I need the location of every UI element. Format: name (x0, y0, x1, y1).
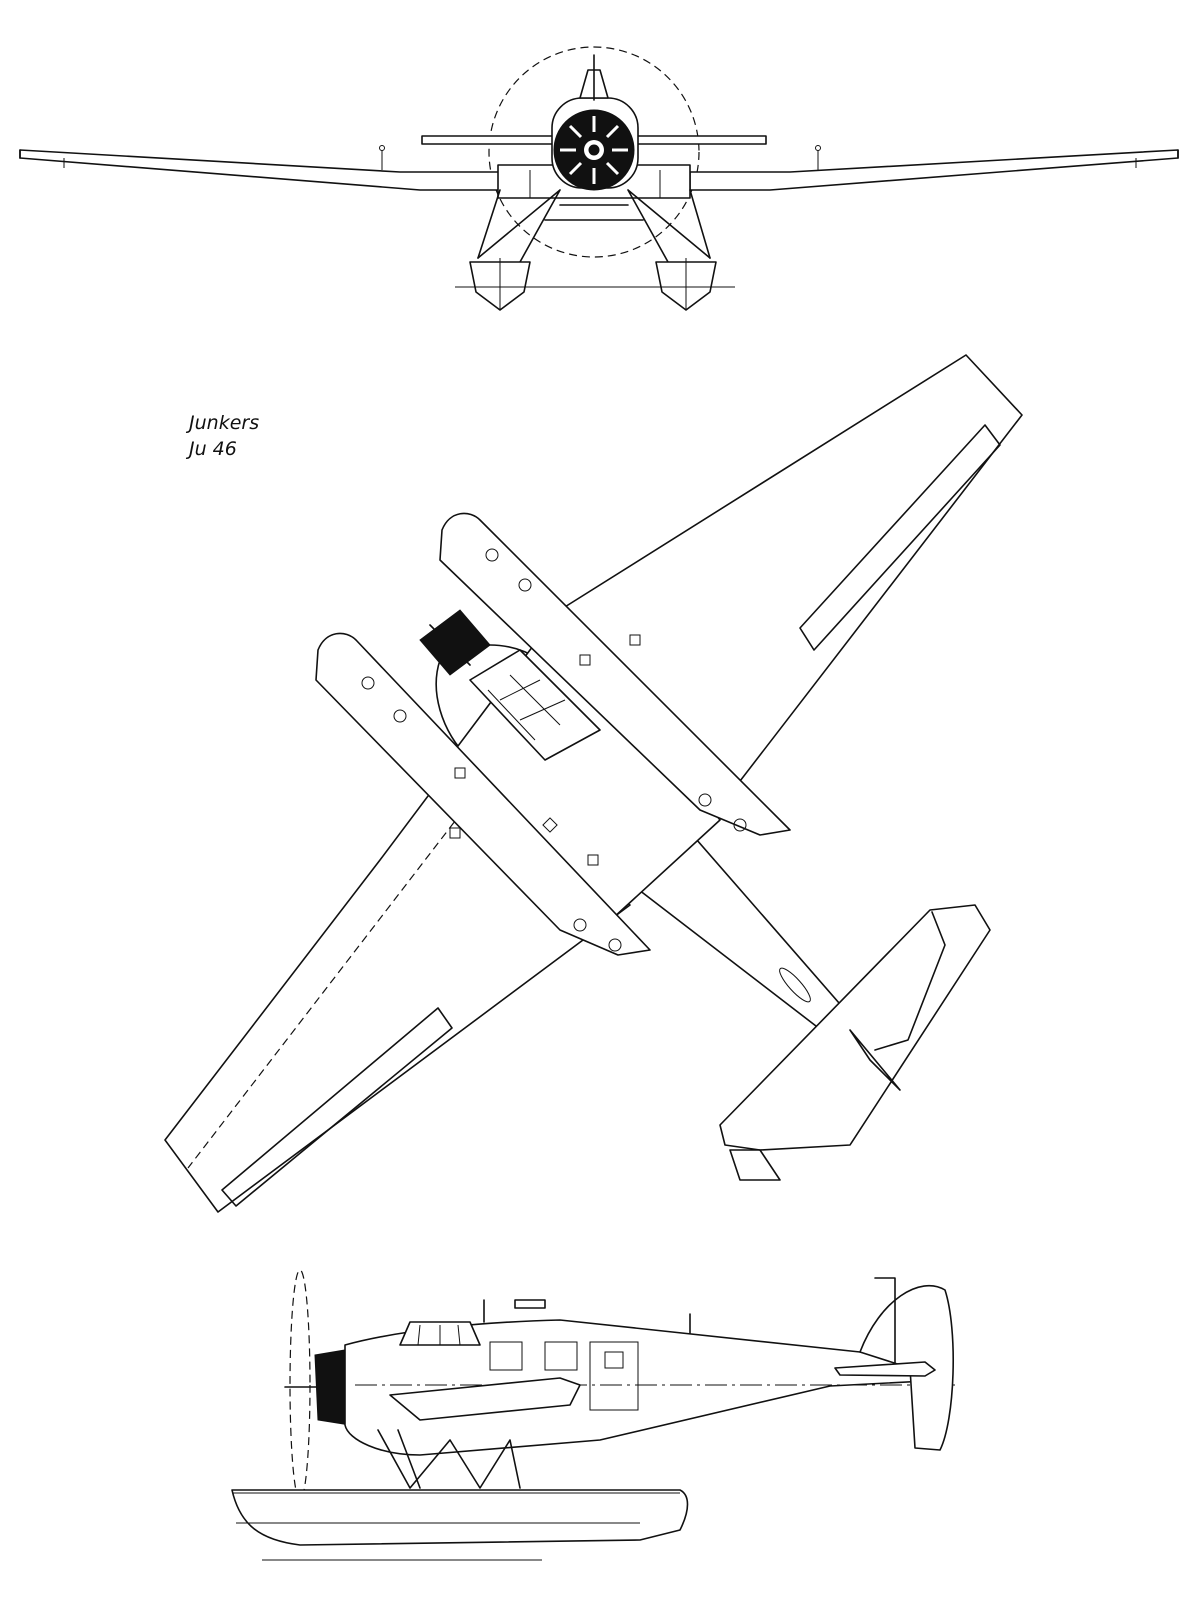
side-view (231, 1269, 955, 1561)
top-fin (849, 1029, 901, 1091)
side-gun-mount (514, 1299, 546, 1309)
side-window-1 (489, 1341, 523, 1371)
propeller-disc (488, 46, 700, 258)
top-left-aileron (221, 1007, 453, 1207)
side-door (589, 1341, 639, 1411)
top-cockpit (469, 649, 601, 761)
top-right-aileron (799, 424, 1001, 651)
front-right-wing (689, 149, 1179, 191)
side-wing (389, 1377, 581, 1421)
caption-manufacturer: Junkers (189, 412, 260, 434)
front-view (19, 46, 1179, 311)
top-right-float (439, 512, 791, 836)
side-fin (859, 1284, 954, 1451)
side-propeller (289, 1269, 311, 1501)
front-left-wing (19, 149, 501, 191)
side-tailplane (834, 1361, 936, 1377)
side-window-2 (544, 1341, 578, 1371)
top-wing-spar-line (187, 811, 463, 1169)
top-view (164, 354, 1023, 1213)
drawing-caption: Junkers Ju 46 (189, 410, 259, 462)
side-float (231, 1489, 689, 1546)
top-engine (419, 609, 491, 676)
caption-model: Ju 46 (189, 438, 237, 460)
top-left-float (315, 632, 651, 956)
top-elevator-tip (729, 1149, 781, 1181)
top-tailplane (719, 904, 991, 1151)
